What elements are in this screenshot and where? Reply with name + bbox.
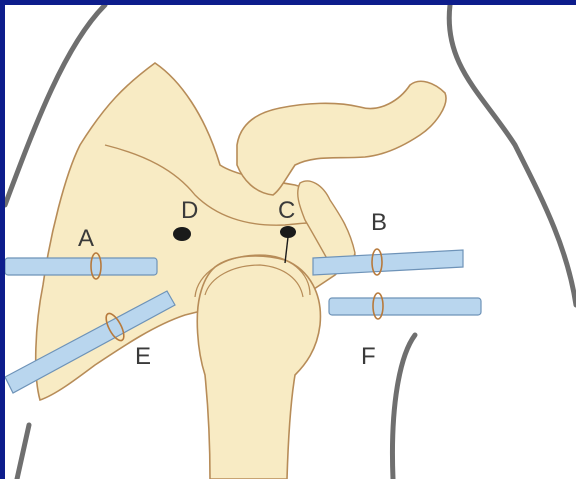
label-b: B — [371, 209, 387, 236]
arm-outline-right — [449, 5, 576, 305]
acromion-bone — [237, 81, 446, 195]
label-e: E — [135, 343, 151, 370]
arm-outline-lower — [392, 335, 415, 479]
humerus-bone — [197, 256, 320, 479]
diagram-canvas: A B C D E F — [5, 5, 576, 479]
portal-d-dot — [173, 227, 191, 241]
shoulder-portal-diagram: A B C D E F — [5, 5, 576, 479]
label-c: C — [278, 197, 295, 224]
cannula-f — [329, 293, 481, 319]
torso-outline-left — [17, 425, 29, 479]
portal-c-dot — [280, 226, 296, 238]
label-a: A — [78, 225, 94, 252]
label-f: F — [361, 343, 376, 370]
label-d: D — [181, 197, 198, 224]
